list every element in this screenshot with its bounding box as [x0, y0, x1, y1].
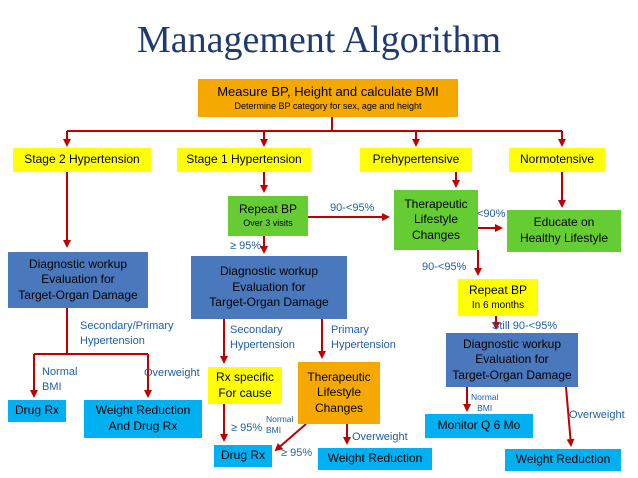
repeat-bp-title: Repeat BP [238, 202, 298, 217]
label-overweight-left: Overweight [144, 367, 200, 379]
repeat-bp-6mo-title: Repeat BP [468, 283, 528, 298]
educate-line1: Educate on [533, 215, 595, 230]
normotensive-box: Normotensive [509, 148, 605, 172]
label-secondary-primary-line2: Hypertension [80, 334, 145, 347]
repeat-bp-subtitle: Over 3 visits [243, 217, 293, 228]
label-primary-line1: Primary [331, 324, 369, 336]
tlc-line3: Changes [411, 227, 461, 242]
label-normal-bmi-mid-line2: BMI [266, 425, 282, 436]
rx-specific-line2: For cause [218, 385, 272, 400]
label-secondary-primary-line1: Secondary/Primary [80, 320, 174, 332]
label-secondary: Secondary Hypertension [230, 323, 295, 353]
monitor-box: Monitor Q 6 Mo [425, 414, 533, 438]
diag-right-line2: Evaluation for [475, 352, 549, 367]
diag-left-line3: Target-Organ Damage [18, 287, 138, 302]
label-lt90: <90% [477, 208, 506, 220]
label-normal-bmi-left: Normal BMI [42, 365, 77, 395]
therapeutic-lifestyle-box: Therapeutic Lifestyle Changes [394, 190, 478, 250]
diag-right-line3: Target-Organ Damage [452, 367, 572, 382]
weight-reduction-right-box: Weight Reduction [505, 449, 621, 471]
label-normal-bmi-mid-line1: Normal [266, 414, 294, 424]
prehypertensive-box: Prehypertensive [360, 148, 472, 172]
tlc-line1: Therapeutic [404, 196, 468, 211]
label-ge95-2: ≥ 95% [231, 422, 263, 434]
diag-mid-line2: Evaluation for [232, 279, 306, 294]
diag-left-line2: Evaluation for [41, 272, 115, 287]
measure-bp-box: Measure BP, Height and calculate BMI Det… [198, 79, 458, 117]
label-still: Still 90-<95% [492, 320, 558, 332]
weight-drug-line1: Weight Reduction [95, 403, 191, 418]
label-normal-bmi-right-line1: Normal [471, 392, 499, 402]
repeat-bp-6mo-subtitle: In 6 months [471, 299, 525, 311]
tlc2-line1: Therapeutic [307, 369, 371, 384]
label-normal-bmi-left-line2: BMI [42, 380, 62, 393]
tlc2-line2: Lifestyle [316, 385, 362, 400]
page-title: Management Algorithm [136, 19, 502, 61]
label-normal-bmi-mid: Normal BMI [266, 414, 293, 437]
label-secondary-primary: Secondary/Primary Hypertension [80, 319, 174, 349]
rx-specific-line1: Rx specific [215, 369, 274, 384]
label-overweight-right: Overweight [569, 409, 625, 421]
diagnostic-workup-mid-box: Diagnostic workup Evaluation for Target-… [191, 256, 347, 319]
stage2-hypertension-box: Stage 2 Hypertension [13, 148, 151, 172]
educate-box: Educate on Healthy Lifestyle [507, 210, 621, 252]
tlc2-line3: Changes [314, 400, 364, 415]
stage1-hypertension-box: Stage 1 Hypertension [177, 148, 311, 172]
tlc-line2: Lifestyle [413, 212, 459, 227]
label-secondary-line2: Hypertension [230, 338, 295, 351]
label-normal-bmi-right-line2: BMI [477, 403, 493, 414]
diag-left-line1: Diagnostic workup [28, 256, 128, 271]
repeat-bp-6mo-box: Repeat BP In 6 months [458, 279, 538, 316]
label-normal-bmi-left-line1: Normal [42, 366, 78, 378]
label-overweight-mid: Overweight [352, 431, 408, 443]
measure-bp-subtitle: Determine BP category for sex, age and h… [234, 100, 422, 111]
weight-drug-line2: And Drug Rx [108, 419, 178, 433]
drug-rx-left-box: Drug Rx [8, 400, 66, 422]
weight-reduction-mid-box: Weight Reduction [318, 448, 432, 470]
educate-line2: Healthy Lifestyle [519, 231, 609, 245]
measure-bp-title: Measure BP, Height and calculate BMI [217, 83, 439, 99]
label-normal-bmi-right: Normal BMI [471, 392, 498, 415]
diag-mid-line3: Target-Organ Damage [209, 295, 329, 310]
weight-reduction-drug-box: Weight Reduction And Drug Rx [84, 400, 202, 438]
label-primary: Primary Hypertension [331, 323, 396, 353]
drug-rx-mid-box: Drug Rx [214, 445, 272, 467]
label-secondary-line1: Secondary [230, 324, 283, 336]
diag-mid-line1: Diagnostic workup [219, 264, 319, 279]
diagnostic-workup-left-box: Diagnostic workup Evaluation for Target-… [8, 252, 148, 308]
label-ge95-1: ≥ 95% [230, 240, 262, 252]
repeat-bp-box: Repeat BP Over 3 visits [228, 196, 308, 236]
diagnostic-workup-right-box: Diagnostic workup Evaluation for Target-… [446, 333, 578, 387]
label-ge95-3: ≥ 95% [281, 447, 313, 459]
label-90-95-top: 90-<95% [330, 202, 375, 214]
therapeutic-lifestyle-2-box: Therapeutic Lifestyle Changes [298, 362, 380, 424]
diag-right-line1: Diagnostic workup [462, 336, 562, 351]
label-90-95-mid: 90-<95% [422, 261, 467, 273]
rx-specific-box: Rx specific For cause [208, 367, 282, 404]
label-primary-line2: Hypertension [331, 338, 396, 351]
